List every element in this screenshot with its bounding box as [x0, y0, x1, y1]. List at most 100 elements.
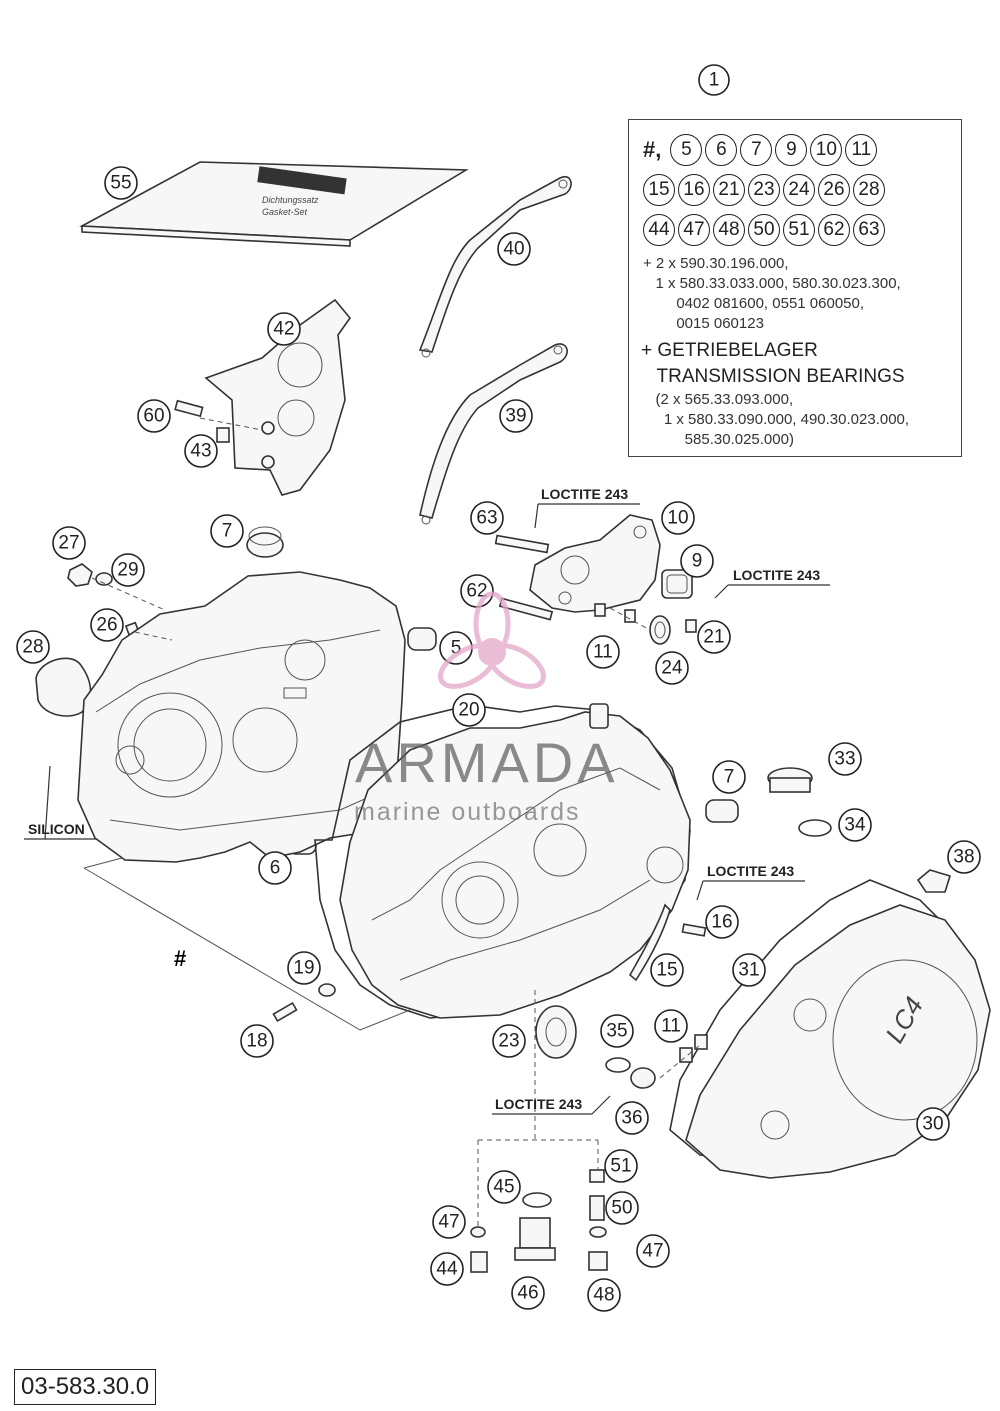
svg-text:16: 16	[711, 912, 732, 933]
kit-line: 0015 060123	[643, 315, 764, 332]
dowels-11-upper	[594, 603, 636, 623]
leader-lines	[83, 417, 701, 1230]
kit-line: 585.30.025.000)	[643, 431, 794, 448]
svg-text:23: 23	[498, 1031, 519, 1052]
clutch-cover-30: LC4	[685, 904, 991, 1179]
gasket-set-package: Dichtungssatz Gasket-Set	[79, 161, 469, 247]
callout-30: 30	[916, 1107, 950, 1141]
svg-text:42: 42	[273, 319, 294, 340]
svg-text:45: 45	[493, 1177, 514, 1198]
kit-line: 1 x 580.33.090.000, 490.30.023.000,	[643, 411, 910, 428]
callout-11-upper: 11	[586, 635, 620, 669]
callout-40: 40	[497, 232, 531, 266]
svg-text:19: 19	[293, 958, 314, 979]
svg-text:18: 18	[246, 1031, 267, 1052]
callout-23: 23	[492, 1024, 526, 1058]
silicon-note: SILICON	[24, 765, 96, 840]
svg-text:SILICON: SILICON	[28, 821, 85, 837]
loctite-note-2: LOCTITE 243	[714, 567, 830, 599]
loctite-note-4: LOCTITE 243	[492, 1095, 611, 1115]
screw-16	[681, 923, 707, 937]
crankcase-right-half	[339, 703, 691, 1019]
svg-text:51: 51	[610, 1156, 631, 1177]
kit-item: 11	[845, 134, 878, 166]
svg-text:34: 34	[844, 815, 866, 836]
kit-bearings-de: + GETRIEBELAGER	[641, 340, 818, 361]
svg-text:31: 31	[738, 960, 759, 981]
callout-42: 42	[267, 312, 301, 346]
svg-text:50: 50	[611, 1198, 632, 1219]
guide-rail-40	[418, 175, 572, 358]
callout-27: 27	[52, 526, 86, 560]
screw-21	[685, 619, 697, 633]
plug-44	[470, 1251, 488, 1273]
callout-55: 55	[104, 166, 138, 200]
svg-text:46: 46	[517, 1283, 538, 1304]
svg-text:21: 21	[703, 627, 724, 648]
callout-5: 5	[439, 631, 473, 665]
callout-1: 1	[698, 64, 730, 96]
bearing-9	[661, 569, 693, 599]
callout-34: 34	[838, 808, 872, 842]
callout-43: 43	[184, 434, 218, 468]
callout-47-right: 47	[636, 1234, 670, 1268]
callout-6: 6	[258, 851, 292, 885]
loctite-note-1: LOCTITE 243	[534, 486, 640, 529]
svg-text:48: 48	[593, 1285, 614, 1306]
kit-item: 23	[748, 174, 780, 206]
svg-text:11: 11	[593, 642, 613, 663]
kit-item: 9	[775, 134, 808, 166]
svg-text:LOCTITE 243: LOCTITE 243	[707, 863, 794, 879]
watermark-title: ARMADA	[355, 731, 619, 794]
callout-15: 15	[650, 953, 684, 987]
svg-text:35: 35	[606, 1021, 627, 1042]
kit-line: 1 x 580.33.033.000, 580.30.023.300,	[643, 275, 901, 292]
callout-18: 18	[240, 1024, 274, 1058]
kit-item: 26	[818, 174, 850, 206]
callout-33: 33	[828, 742, 862, 776]
loctite-note-3: LOCTITE 243	[696, 863, 805, 901]
kit-line: (2 x 565.33.093.000,	[643, 391, 794, 408]
svg-text:29: 29	[117, 560, 138, 581]
kit-item: 62	[818, 214, 850, 246]
svg-text:62: 62	[466, 581, 487, 602]
svg-text:27: 27	[58, 533, 79, 554]
kit-item: 47	[678, 214, 710, 246]
svg-text:10: 10	[667, 508, 688, 529]
svg-text:36: 36	[621, 1108, 642, 1129]
bearing-23	[535, 1005, 577, 1059]
svg-text:47: 47	[438, 1212, 459, 1233]
svg-text:1: 1	[709, 70, 720, 91]
watermark-subtitle: marine outboards	[354, 798, 581, 826]
svg-text:33: 33	[834, 749, 855, 770]
svg-text:7: 7	[724, 767, 735, 788]
svg-text:43: 43	[190, 441, 211, 462]
o-ring-35	[605, 1057, 631, 1073]
kit-row-3: 44 47 48 50 51 62 63	[643, 214, 885, 246]
kit-item: 51	[783, 214, 815, 246]
sealing-ring-45	[522, 1192, 552, 1208]
callout-62: 62	[460, 574, 494, 608]
svg-text:Gasket-Set: Gasket-Set	[262, 207, 308, 217]
kit-hash-mark: #,	[643, 137, 662, 162]
svg-text:47: 47	[642, 1241, 663, 1262]
svg-text:6: 6	[270, 858, 281, 879]
svg-text:LOCTITE 243: LOCTITE 243	[541, 486, 628, 502]
callout-19: 19	[287, 951, 321, 985]
clip-38	[916, 869, 952, 893]
svg-text:Dichtungssatz: Dichtungssatz	[262, 195, 319, 205]
svg-text:9: 9	[692, 551, 703, 572]
screw-plug-27	[67, 563, 93, 587]
callout-26: 26	[90, 608, 124, 642]
spring-50	[589, 1195, 605, 1221]
callout-16: 16	[705, 905, 739, 939]
svg-text:60: 60	[143, 406, 164, 427]
bolt-18	[272, 1001, 298, 1023]
callout-50: 50	[605, 1191, 639, 1225]
callout-7-lower: 7	[712, 760, 746, 794]
washer-47-left	[470, 1226, 486, 1238]
kit-item: 21	[713, 174, 745, 206]
svg-text:55: 55	[110, 173, 131, 194]
bushing-5	[407, 627, 437, 651]
svg-text:5: 5	[451, 638, 462, 659]
